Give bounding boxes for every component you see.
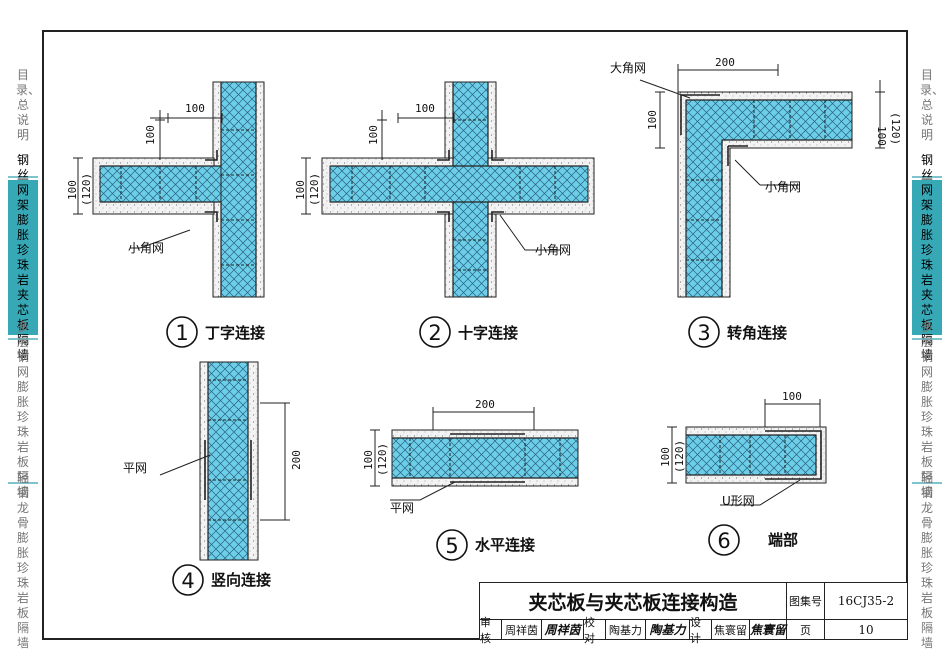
drawing-frame <box>42 30 908 640</box>
check-signature: 陶基力 <box>646 620 690 639</box>
review-label: 审核 <box>480 616 502 645</box>
atlas-label: 图集号 <box>787 583 825 620</box>
detail-2-dim-a: 100 <box>415 102 435 115</box>
sidebar-right-item-1[interactable]: 钢丝网架膨胀珍珠岩夹芯板隔墙 <box>912 153 942 362</box>
detail-3-note-small: 小角网 <box>765 180 801 194</box>
detail-2-note: 小角网 <box>535 243 571 257</box>
detail-3-marker <box>688 316 720 348</box>
detail-2-dim-b: 100 <box>367 125 380 145</box>
detail-2-marker <box>419 316 451 348</box>
sidebar-left-item-3[interactable]: 轻钢龙骨膨胀珍珠岩板隔墙 <box>16 471 29 650</box>
detail-1-dim-d: (120) <box>80 173 93 206</box>
detail-5-dim-a: 200 <box>475 398 495 411</box>
detail-5-title: 水平连接 <box>475 536 535 554</box>
detail-6-number: 6 <box>717 529 730 553</box>
sidebar-right-item-2[interactable]: 多层钢网膨胀珍珠岩板隔墙 <box>920 319 933 499</box>
detail-6-drawing <box>667 399 827 506</box>
title-block: 夹芯板与夹芯板连接构造 图集号 16CJ35-2 审核 周祥茵 周祥茵 校对 陶… <box>479 582 908 645</box>
detail-4-marker <box>172 564 204 596</box>
detail-5-note: 平网 <box>390 501 414 515</box>
sidebar-divider <box>8 176 38 178</box>
detail-3-dim-b: 100 <box>646 110 659 130</box>
detail-6-note: U形网 <box>722 494 755 508</box>
detail-1-marker <box>166 316 198 348</box>
detail-2-number: 2 <box>428 321 441 345</box>
detail-5-drawing <box>370 407 579 501</box>
page-number: 10 <box>858 622 874 637</box>
detail-2-dim-c: 100 <box>294 180 307 200</box>
sidebar-right-item-0[interactable]: 目录、总说明 <box>920 67 945 142</box>
sidebar-divider <box>912 338 942 340</box>
sidebar-divider <box>912 176 942 178</box>
detail-4-number: 4 <box>181 569 194 593</box>
sidebar-left-item-0[interactable]: 目录、总说明 <box>16 67 41 142</box>
sidebar-divider <box>8 338 38 340</box>
design-name: 焦寰留 <box>712 620 750 639</box>
detail-5-marker <box>436 529 468 561</box>
detail-1-number: 1 <box>175 321 188 345</box>
design-label: 设计 <box>690 616 712 645</box>
detail-1-title: 丁字连接 <box>205 324 265 342</box>
detail-4-drawing <box>159 361 290 561</box>
detail-3-dim-d: (120) <box>889 112 902 145</box>
review-name: 周祥茵 <box>502 620 542 639</box>
drawing-title: 夹芯板与夹芯板连接构造 <box>480 583 787 620</box>
detail-3-dim-c: 100 <box>875 126 888 146</box>
detail-1-dim-c: 100 <box>66 180 79 200</box>
atlas-number: 16CJ35-2 <box>825 583 907 620</box>
detail-3-drawing <box>639 64 885 298</box>
check-label: 校对 <box>584 616 606 645</box>
design-signature: 焦寰留 <box>750 620 787 639</box>
detail-4-dim-a: 200 <box>290 450 303 470</box>
detail-5-number: 5 <box>445 534 458 558</box>
sidebar-right-item-3[interactable]: 轻钢龙骨膨胀珍珠岩板隔墙 <box>920 471 933 650</box>
detail-6-dim-a: 100 <box>782 390 802 403</box>
review-signature: 周祥茵 <box>542 620 584 639</box>
detail-1-drawing <box>73 81 265 298</box>
detail-3-note-large: 大角网 <box>610 61 646 75</box>
page-label: 页 <box>787 620 825 639</box>
detail-2-dim-d: (120) <box>308 173 321 206</box>
sidebar-left-item-1[interactable]: 钢丝网架膨胀珍珠岩夹芯板隔墙 <box>8 153 38 362</box>
sidebar-divider <box>912 482 942 484</box>
detail-6-dim-c: (120) <box>673 440 686 473</box>
detail-3-number: 3 <box>697 321 710 345</box>
sidebar-divider <box>8 482 38 484</box>
detail-2-drawing <box>301 81 595 298</box>
detail-6-title: 端部 <box>768 531 798 549</box>
detail-6-marker <box>708 524 740 556</box>
detail-1-dim-b: 100 <box>144 125 157 145</box>
detail-3-title: 转角连接 <box>727 324 787 342</box>
detail-5-dim-c: (120) <box>376 443 389 476</box>
detail-1-note: 小角网 <box>128 241 164 255</box>
detail-4-note: 平网 <box>123 461 147 475</box>
sidebar-left-item-2[interactable]: 多层钢网膨胀珍珠岩板隔墙 <box>16 319 29 499</box>
detail-6-dim-b: 100 <box>659 447 672 467</box>
detail-5-dim-b: 100 <box>362 450 375 470</box>
detail-1-dim-a: 100 <box>185 102 205 115</box>
check-name: 陶基力 <box>606 620 646 639</box>
detail-3-dim-a: 200 <box>715 56 735 69</box>
detail-4-title: 竖向连接 <box>211 571 271 589</box>
detail-2-title: 十字连接 <box>458 324 518 342</box>
